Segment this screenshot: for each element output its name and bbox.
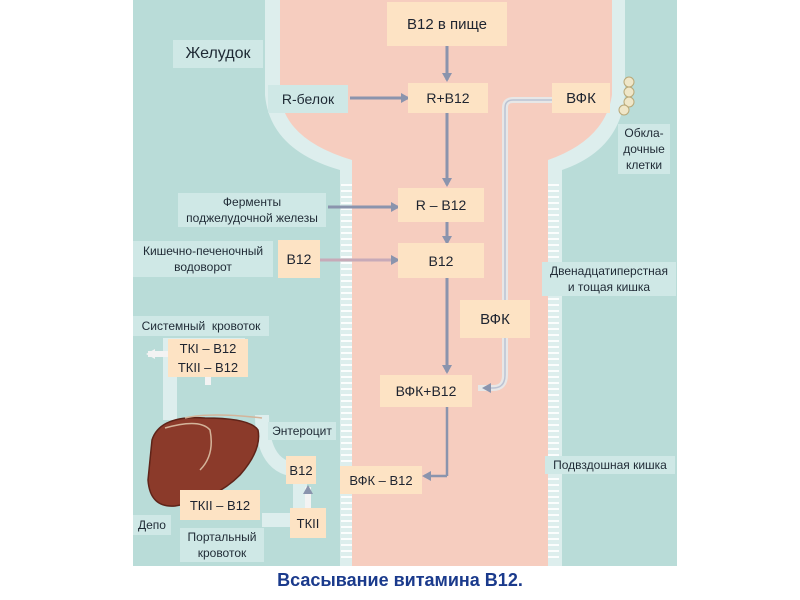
box-tk2-b12-top: ТКII – В12: [168, 358, 248, 377]
liver-vessel-line: [164, 414, 263, 471]
box-tk2-bottom: ТКII: [290, 508, 326, 538]
box-b12-free: В12: [398, 243, 484, 278]
box-b12-in-food: В12 в пище: [387, 2, 507, 46]
label-parietal-cells-line-2: дочные: [623, 141, 665, 156]
label-pancreatic-enzymes-line-2: поджелудочной железы: [186, 211, 318, 225]
figure-caption: Всасывание витамина В12.: [277, 570, 523, 590]
box-tk1-b12: ТКI – В12: [168, 339, 248, 358]
label-enterohepatic-line-2: водоворот: [174, 260, 232, 274]
label-duodenum: Двенадцатиперстная и тощая кишка: [542, 262, 676, 296]
box-r-protein: R-белок: [268, 85, 348, 113]
box-b12-enterocyte: В12: [286, 456, 316, 484]
villi-left: [341, 184, 352, 558]
label-enterohepatic: Кишечно-печеночный водоворот: [133, 241, 273, 277]
label-ileum: Подвздошная кишка: [545, 456, 675, 474]
label-parietal-cells: Обкла- дочные клетки: [618, 124, 670, 174]
label-depot: Депо: [133, 515, 171, 535]
label-portal-line-1: Портальный: [187, 529, 257, 544]
label-pancreatic-enzymes-line-1: Ферменты: [222, 194, 282, 209]
box-ifk-plus-b12: ВФК+В12: [380, 375, 472, 407]
label-systemic-circulation: Системный кровоток: [133, 316, 269, 336]
box-ifk-top: ВФК: [552, 83, 610, 113]
box-r-b12: R – В12: [398, 188, 484, 222]
label-duodenum-line-1: Двенадцатиперстная: [550, 263, 668, 278]
label-parietal-cells-line-1: Обкла-: [624, 125, 664, 140]
label-enterohepatic-line-1: Кишечно-печеночный: [142, 243, 264, 258]
label-duodenum-line-2: и тощая кишка: [567, 280, 651, 294]
liver-icon: [147, 416, 260, 507]
box-ifk-b12-bottom: ВФК – В12: [340, 466, 422, 494]
label-parietal-cells-line-3: клетки: [625, 158, 663, 173]
label-pancreatic-enzymes: Ферменты поджелудочной железы: [178, 193, 326, 227]
box-b12-left: В12: [278, 240, 320, 278]
label-stomach: Желудок: [173, 40, 263, 68]
label-enterocyte: Энтероцит: [268, 422, 336, 440]
box-ifk-mid: ВФК: [460, 300, 530, 338]
arrows: [146, 46, 452, 508]
parietal-cells-icon: [618, 76, 635, 116]
box-tk2-b12-liver: ТКII – В12: [180, 490, 260, 520]
label-portal-line-2: кровоток: [197, 546, 247, 560]
label-portal-circulation: Портальный кровоток: [180, 528, 264, 562]
box-r-plus-b12: R+В12: [408, 83, 488, 113]
